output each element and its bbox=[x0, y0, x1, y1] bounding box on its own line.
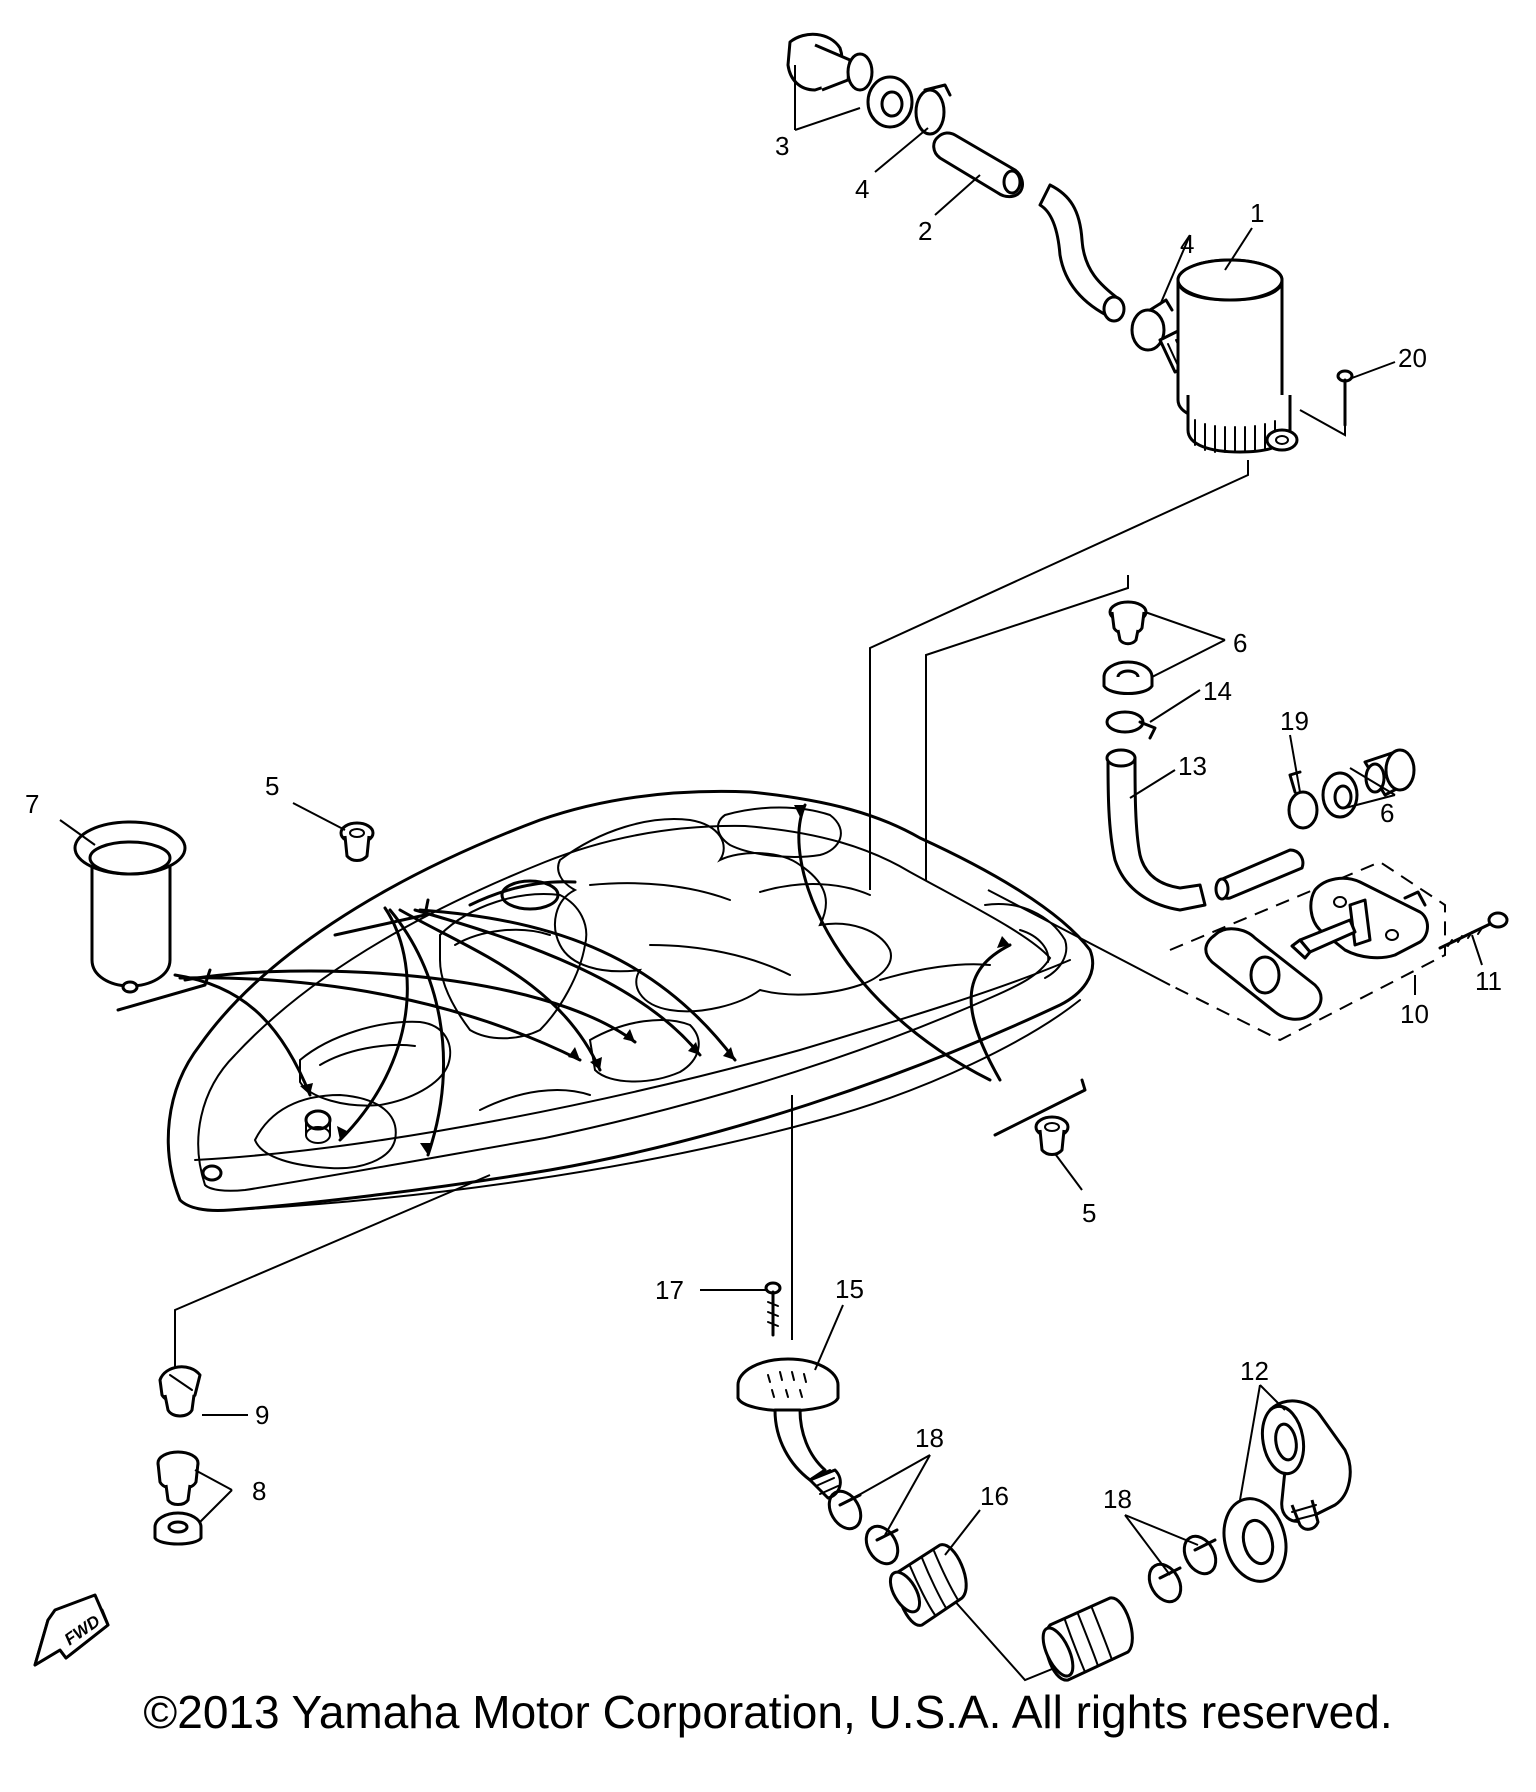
part-17-screw bbox=[764, 1281, 782, 1337]
part-4-hose-clamp-mid bbox=[1130, 298, 1174, 352]
callout-17: 17 bbox=[655, 1275, 684, 1305]
callout-2: 2 bbox=[918, 216, 932, 246]
part-18-hose-clamps-right bbox=[1147, 1534, 1218, 1604]
callout-12: 12 bbox=[1240, 1356, 1269, 1386]
hull-deck bbox=[166, 789, 1095, 1212]
part-10-switch-assembly bbox=[1169, 860, 1446, 1042]
part-5-grommet-right bbox=[1034, 1115, 1070, 1156]
callout-11: 11 bbox=[1475, 966, 1502, 996]
part-6-plug-right bbox=[1321, 748, 1416, 819]
part-15-strainer-fitting bbox=[736, 1357, 842, 1500]
part-20-screw bbox=[1336, 369, 1354, 427]
part-7-cup-holder bbox=[73, 820, 187, 994]
callout-4-top: 4 bbox=[855, 174, 869, 204]
callout-6-top: 6 bbox=[1233, 628, 1247, 658]
part-9-cap bbox=[158, 1365, 202, 1418]
part-4-hose-clamp-top bbox=[914, 83, 952, 136]
part-11-screw bbox=[1438, 911, 1509, 950]
callout-leaders bbox=[59, 65, 1483, 1576]
callout-14: 14 bbox=[1203, 676, 1232, 706]
callout-16: 16 bbox=[980, 1481, 1009, 1511]
copyright-notice: ©2013 Yamaha Motor Corporation, U.S.A. A… bbox=[143, 1686, 1393, 1738]
callout-8: 8 bbox=[252, 1476, 266, 1506]
hull-leader-arrows bbox=[173, 803, 1012, 1157]
callout-5-top: 5 bbox=[265, 771, 279, 801]
part-5-grommet-top bbox=[339, 821, 375, 862]
callout-19: 19 bbox=[1280, 706, 1309, 736]
part-18-hose-clamps-left bbox=[827, 1489, 900, 1566]
part-2-bilge-hose bbox=[932, 131, 1126, 323]
leader-lines bbox=[116, 409, 1346, 1682]
fwd-arrow-icon: FWD bbox=[33, 1593, 110, 1667]
part-3-drain-plug bbox=[786, 32, 914, 129]
part-12-thru-hull-fitting bbox=[1222, 1399, 1352, 1583]
callout-13: 13 bbox=[1178, 751, 1207, 781]
callout-20: 20 bbox=[1398, 343, 1427, 373]
callout-5-right: 5 bbox=[1082, 1198, 1096, 1228]
callout-18-right: 18 bbox=[1103, 1484, 1132, 1514]
callout-1: 1 bbox=[1250, 198, 1264, 228]
callout-15: 15 bbox=[835, 1274, 864, 1304]
part-6-plug-top bbox=[1102, 600, 1154, 695]
callout-18-left: 18 bbox=[915, 1423, 944, 1453]
callout-4-mid: 4 bbox=[1180, 229, 1194, 259]
part-8-plug-nut bbox=[153, 1450, 203, 1546]
callout-9: 9 bbox=[255, 1400, 269, 1430]
callout-10: 10 bbox=[1400, 999, 1429, 1029]
callout-numbers: 1 2 3 4 4 20 6 14 13 19 6 11 10 5 7 5 17… bbox=[25, 131, 1502, 1514]
callout-6-right: 6 bbox=[1380, 798, 1394, 828]
callout-7: 7 bbox=[25, 789, 39, 819]
part-16-bellows-hose bbox=[888, 1543, 1134, 1682]
part-14-hose-clamp bbox=[1105, 710, 1157, 740]
callout-3: 3 bbox=[775, 131, 789, 161]
part-1-bilge-pump bbox=[1158, 258, 1299, 454]
part-19-hose-clamp bbox=[1287, 770, 1319, 830]
